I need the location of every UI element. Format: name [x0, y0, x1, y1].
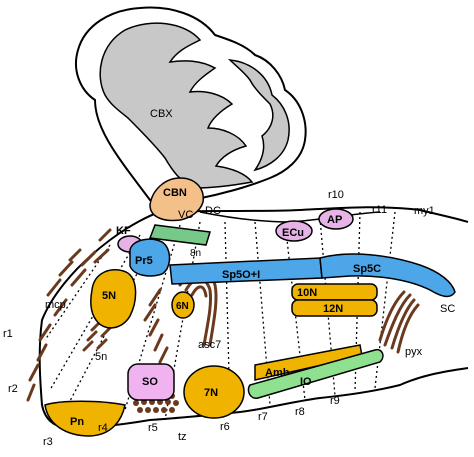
cerebellar-folia-right — [227, 59, 290, 172]
so-nucleus — [127, 363, 175, 401]
label-r8: r8 — [295, 406, 305, 418]
label-r7: r7 — [258, 411, 268, 423]
label-r1: r1 — [3, 328, 13, 340]
label-io: IO — [300, 376, 312, 388]
nucleus-12n — [291, 299, 378, 317]
label-mcp: mcp — [45, 299, 66, 311]
label-5n-nucleus: 5N — [102, 290, 116, 302]
label-sp5c: Sp5C — [353, 263, 381, 275]
ecu-nucleus — [275, 220, 313, 242]
label-asc7: asc7 — [198, 339, 221, 351]
label-pn: Pn — [70, 416, 84, 428]
label-sc: SC — [440, 303, 455, 315]
pr5-nucleus — [129, 238, 171, 277]
ap-nucleus — [318, 208, 354, 230]
nucleus-6n — [171, 291, 195, 319]
label-r9: r9 — [330, 395, 340, 407]
label-r5: r5 — [148, 422, 158, 434]
label-r3: r3 — [43, 436, 53, 448]
label-6n: 6N — [176, 301, 189, 312]
label-tz: tz — [178, 431, 187, 443]
cerebellar-cortex — [99, 22, 254, 189]
label-ecu: ECu — [282, 227, 304, 239]
sp5c-nucleus — [319, 253, 456, 298]
label-cbx: CBX — [150, 108, 173, 120]
label-r11: r11 — [372, 204, 387, 216]
label-my1: my1 — [414, 205, 435, 217]
label-ap: AP — [327, 214, 342, 226]
label-8n: 8n — [190, 248, 201, 259]
label-kf: KF — [116, 225, 131, 237]
nucleus-5n — [90, 269, 137, 329]
pn-nucleus — [44, 400, 126, 437]
label-5n-nerve: 5n — [95, 351, 107, 363]
label-7n: 7N — [204, 387, 218, 399]
label-pyx: pyx — [405, 346, 423, 358]
nucleus-7n — [183, 365, 245, 419]
label-r4: r4 — [98, 422, 108, 434]
label-pr5: Pr5 — [135, 255, 153, 267]
mcp-fibers — [26, 228, 112, 402]
label-so: SO — [142, 376, 158, 388]
label-12n: 12N — [323, 303, 343, 315]
pyx-fibers — [378, 290, 420, 354]
label-r6: r6 — [220, 421, 230, 433]
label-sp5oi: Sp5O+I — [222, 269, 260, 281]
label-10n: 10N — [297, 287, 317, 299]
io-nucleus — [247, 348, 384, 399]
label-vc: VC — [178, 209, 193, 221]
label-dc: DC — [205, 205, 221, 217]
cbn-nucleus — [149, 177, 204, 222]
label-cbn: CBN — [163, 187, 187, 199]
vc-nucleus — [148, 224, 211, 246]
label-r10: r10 — [328, 189, 344, 201]
label-r2: r2 — [8, 383, 18, 395]
